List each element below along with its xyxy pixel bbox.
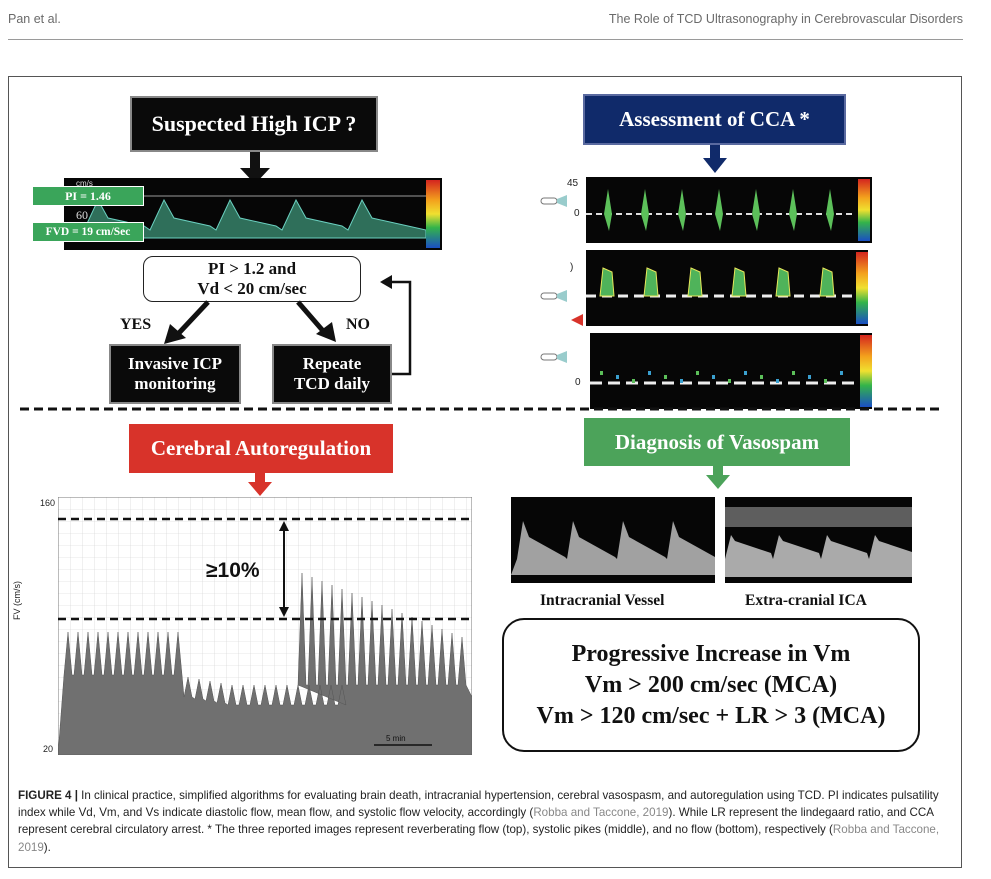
cca-reverberating-flow-spectrum [586,177,872,243]
icp-criteria-box: PI > 1.2 and Vd < 20 cm/sec [143,256,361,302]
cca-title-box: Assessment of CCA * [583,94,846,145]
cca-title: Assessment of CCA * [619,107,810,131]
no-label: NO [346,316,370,333]
caption-label: FIGURE 4 | [18,789,78,802]
red-arrow-icon [571,314,583,326]
pi-label: PI = 1.46 [32,186,144,206]
cca-no-flow-spectrum [590,333,872,409]
invasive-icp-box: Invasive ICP monitoring [109,344,241,404]
citation-link[interactable]: Robba and Taccone, 2019 [18,823,940,854]
figure-caption: FIGURE 4 | In clinical practice, simplif… [18,787,948,856]
vasospasm-line-3: Vm > 120 cm/sec + LR > 3 (MCA) [536,702,886,729]
cca-systolic-spikes-spectrum [586,250,868,326]
yes-label: YES [120,316,152,333]
probe-icon [540,290,567,302]
autoregulation-title-box: Cerebral Autoregulation [129,424,393,473]
autoregulation-flow-chart [58,497,472,755]
autoreg-scale-bar: 5 min [386,734,406,743]
probe-icon [540,351,567,363]
icp-axis-unit: cm/s [76,179,93,188]
yes-box-line-1: Invasive ICP [128,354,222,373]
vasospasm-title-box: Diagnosis of Vasospam [584,418,850,466]
vasospasm-line-2: Vm > 200 cm/sec (MCA) [584,671,838,698]
header-rule [8,39,963,40]
no-box-line-2: TCD daily [293,374,371,393]
icp-title-box: Suspected High ICP ? [130,96,378,152]
icp-down-arrow [240,152,270,184]
fvd-label: FVD = 19 cm/Sec [32,222,144,242]
autoregulation-down-arrow [248,473,272,496]
icp-title: Suspected High ICP ? [151,111,357,136]
autoreg-delta: ≥10% [206,559,260,582]
no-box-line-1: Repeate [302,354,362,373]
citation-link[interactable]: Robba and Taccone, 2019 [533,806,669,820]
criteria-line-2: Vd < 20 cm/sec [197,279,307,298]
caption-text-2: ). While LR represent the lindegaard rat… [18,806,934,837]
autoreg-y-label: FV (cm/s) [12,581,22,620]
cca-mid-label: ) [570,262,574,273]
cca-top-zero: 0 [574,208,580,219]
autoregulation-title: Cerebral Autoregulation [150,436,372,460]
section-divider [20,407,940,411]
cca-down-arrow [703,145,727,173]
repeat-loop-arrow [380,275,412,376]
running-header-authors: Pan et al. [8,12,61,26]
autoreg-y-top: 160 [40,498,56,508]
extracranial-caption: Extra-cranial ICA [745,592,867,609]
intracranial-vessel-spectrum [511,497,715,583]
vasospasm-line-1: Progressive Increase in Vm [571,640,851,667]
vasospasm-down-arrow [706,466,730,489]
yes-box-line-2: monitoring [134,374,216,393]
extracranial-ica-spectrum [725,497,912,583]
autoreg-y-bottom: 20 [43,744,54,754]
criteria-line-1: PI > 1.2 and [207,259,297,278]
cca-top-max: 45 [567,178,579,189]
probe-icon [540,195,567,207]
caption-text-1: In clinical practice, simplified algorit… [18,789,939,820]
vasospasm-criteria-box: Progressive Increase in Vm Vm > 200 cm/s… [502,618,920,752]
caption-text-3: ). [43,840,51,854]
running-header-title: The Role of TCD Ultrasonography in Cereb… [608,12,963,26]
intracranial-caption: Intracranial Vessel [540,592,665,609]
repeat-tcd-box: Repeate TCD daily [272,344,392,404]
cca-bottom-zero: 0 [575,377,581,388]
icp-branch-arrows [164,300,336,344]
icp-axis-value: 60 [76,208,88,222]
vasospasm-title: Diagnosis of Vasospam [614,429,820,454]
